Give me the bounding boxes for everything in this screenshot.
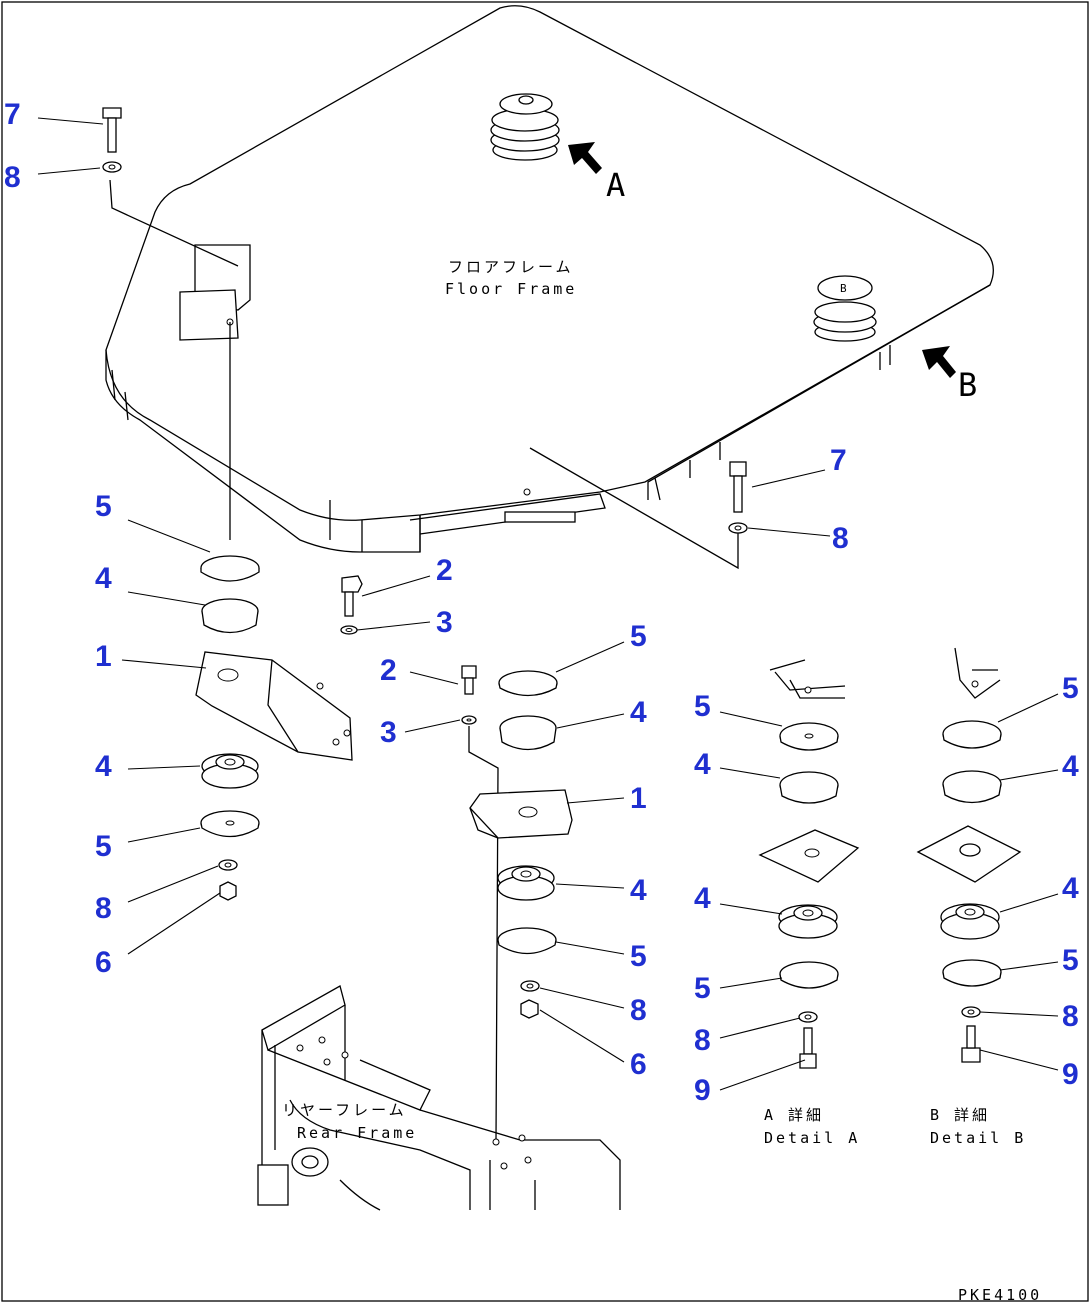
callout-6-center: 6	[630, 1048, 647, 1081]
callout-1-center: 1	[630, 782, 647, 815]
bolt-7-left	[102, 107, 122, 173]
callout-3-lower: 3	[380, 716, 397, 749]
callout-5-left-bottom: 5	[95, 830, 112, 863]
floor-frame-label-jp: フロアフレーム	[448, 258, 574, 276]
rear-frame-label-en: Rear Frame	[297, 1124, 417, 1142]
callout-2-upper: 2	[436, 554, 453, 587]
drawing-code: PKE4100	[958, 1286, 1042, 1303]
callout-5-detail-a-top: 5	[694, 690, 711, 723]
view-arrow-a	[568, 142, 602, 174]
callout-5-center-top: 5	[630, 620, 647, 653]
callout-numbers: 7 8 7 8 5 4 1 4 5 8 6 2 3 2 3 5 4 1 4 5 …	[4, 98, 1079, 1107]
rear-frame	[257, 985, 621, 1211]
svg-text:B: B	[840, 282, 847, 295]
callout-4-center-bottom: 4	[630, 874, 647, 907]
callout-4-left-bottom: 4	[95, 750, 112, 783]
floor-frame	[105, 5, 994, 570]
callout-3-upper: 3	[436, 606, 453, 639]
callout-9-detail-a: 9	[694, 1074, 711, 1107]
center-mount-stack	[461, 665, 573, 1141]
callout-7-top-left: 7	[4, 98, 21, 131]
callout-8-detail-b: 8	[1062, 1000, 1079, 1033]
left-bracket-upper	[109, 179, 251, 540]
view-label-a: A	[606, 166, 625, 204]
detail-a-label-en: Detail A	[764, 1129, 860, 1147]
callout-8-center: 8	[630, 994, 647, 1027]
mount-a	[490, 93, 560, 161]
callout-6-left: 6	[95, 946, 112, 979]
view-label-b: B	[958, 366, 977, 404]
view-arrow-b	[922, 346, 956, 378]
callout-5-detail-b-top: 5	[1062, 672, 1079, 705]
callout-8-right: 8	[832, 522, 849, 555]
detail-a	[758, 659, 860, 1069]
bolt-2-upper	[340, 575, 363, 635]
callout-2-lower: 2	[380, 654, 397, 687]
callout-1-left: 1	[95, 640, 112, 673]
left-mount-stack	[195, 555, 353, 901]
bolt-7-right	[728, 461, 748, 534]
callout-4-detail-b-bottom: 4	[1062, 872, 1079, 905]
callout-4-center-top: 4	[630, 696, 647, 729]
callout-5-detail-a-bottom: 5	[694, 972, 711, 1005]
callout-4-detail-a-bottom: 4	[694, 882, 711, 915]
leader-lines	[37, 117, 1059, 1091]
callout-5-detail-b-bottom: 5	[1062, 944, 1079, 977]
floor-frame-label-en: Floor Frame	[445, 280, 577, 298]
mount-b: B	[813, 275, 877, 342]
rear-frame-label-jp: リヤーフレーム	[282, 1101, 407, 1119]
callout-7-right: 7	[830, 444, 847, 477]
callout-4-detail-a-top: 4	[694, 748, 711, 781]
callout-8-top-left: 8	[4, 161, 21, 194]
callout-8-left: 8	[95, 892, 112, 925]
detail-b-label-jp: B 詳細	[930, 1106, 990, 1124]
callout-8-detail-a: 8	[694, 1024, 711, 1057]
callout-5-center-bottom: 5	[630, 940, 647, 973]
detail-b	[916, 647, 1022, 1063]
callout-4-detail-b-top: 4	[1062, 750, 1079, 783]
detail-b-label-en: Detail B	[930, 1129, 1026, 1147]
callout-9-detail-b: 9	[1062, 1058, 1079, 1091]
callout-5-left-top: 5	[95, 490, 112, 523]
callout-4-left-top: 4	[95, 562, 112, 595]
detail-a-label-jp: A 詳細	[764, 1106, 824, 1124]
